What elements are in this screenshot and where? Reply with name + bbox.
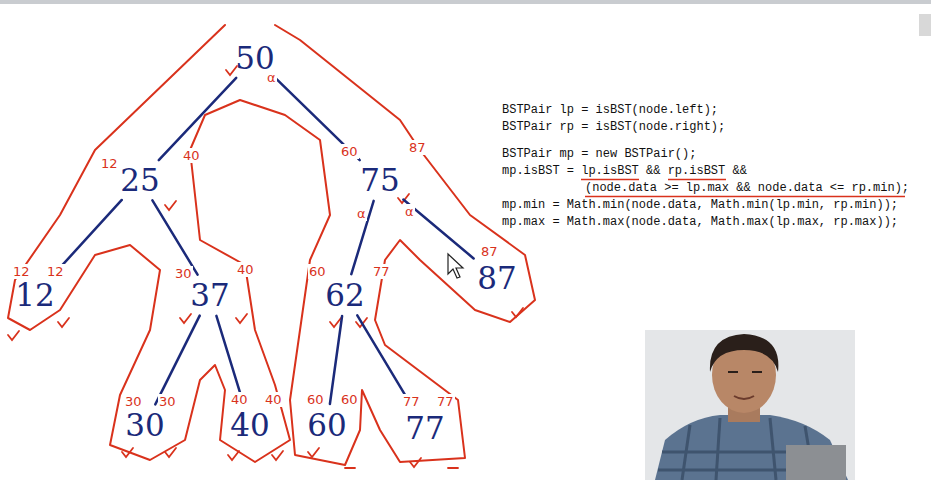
range-annotation: 40 <box>230 392 249 407</box>
tree-node: 40 <box>227 408 272 442</box>
euler-tour-outline <box>8 25 535 465</box>
mouse-cursor <box>448 254 463 278</box>
node-value: 87 <box>477 261 516 295</box>
range-annotation: 77 <box>402 394 421 409</box>
range-annotation: 12 <box>12 264 31 279</box>
tree-edge <box>216 316 243 404</box>
node-value: 30 <box>125 408 164 442</box>
tree-edge <box>351 201 373 274</box>
range-annotation: 12 <box>100 156 119 171</box>
range-annotation: α <box>356 206 367 221</box>
node-value: 62 <box>325 278 364 312</box>
tree-node: 12 <box>12 278 57 312</box>
node-value: 77 <box>405 411 444 445</box>
code-line: BSTPair lp = isBST(node.left); <box>502 102 718 118</box>
range-annotation: 77 <box>372 264 391 279</box>
tree-edge <box>152 200 197 274</box>
tree-edge <box>330 316 342 404</box>
range-annotation: 40 <box>264 392 283 407</box>
range-annotation: 12 <box>46 264 65 279</box>
range-annotation: 60 <box>308 264 327 279</box>
range-annotation: 40 <box>236 262 255 277</box>
tree-node: 62 <box>322 278 367 312</box>
tree-edge <box>403 200 473 259</box>
range-annotation: 30 <box>158 394 177 409</box>
tick-marks <box>8 66 523 468</box>
tree-node: 25 <box>117 163 162 197</box>
range-annotation: 87 <box>408 140 427 155</box>
range-annotation: 30 <box>124 394 143 409</box>
code-line: BSTPair rp = isBST(node.right); <box>502 119 725 135</box>
tree-node: 87 <box>474 261 519 295</box>
tree-node: 75 <box>357 163 402 197</box>
node-value: 37 <box>190 278 229 312</box>
range-annotation: 60 <box>340 144 359 159</box>
code-line: BSTPair mp = new BSTPair(); <box>502 146 696 162</box>
presenter <box>645 330 855 480</box>
tree-node: 30 <box>122 408 167 442</box>
code-line: mp.max = Math.max(node.data, Math.max(lp… <box>502 214 898 230</box>
code-line: mp.isBST = lp.isBST && rp.isBST && <box>502 163 747 179</box>
node-value: 60 <box>307 408 346 442</box>
range-annotation: α <box>404 204 415 219</box>
toolbar-strip <box>0 0 931 4</box>
node-value: 75 <box>360 163 399 197</box>
tree-edge <box>155 316 199 405</box>
range-annotation: 60 <box>340 392 359 407</box>
range-annotation: 30 <box>174 266 193 281</box>
node-value: 25 <box>120 163 159 197</box>
node-value: 12 <box>15 278 54 312</box>
range-annotation: 60 <box>306 392 325 407</box>
range-annotation: 77 <box>436 394 455 409</box>
range-annotation: 40 <box>182 148 201 163</box>
scroll-handle <box>919 14 931 36</box>
code-line: mp.min = Math.min(node.data, Math.min(lp… <box>502 197 898 213</box>
code-line: (node.data >= lp.max && node.data <= rp.… <box>585 180 909 196</box>
tree-node: 37 <box>187 278 232 312</box>
tree-edge <box>275 78 359 160</box>
tree-node: 77 <box>402 411 447 445</box>
range-annotation: 87 <box>480 244 499 259</box>
range-annotation: α <box>266 70 277 85</box>
node-value: 40 <box>230 408 269 442</box>
tree-node: 60 <box>304 408 349 442</box>
